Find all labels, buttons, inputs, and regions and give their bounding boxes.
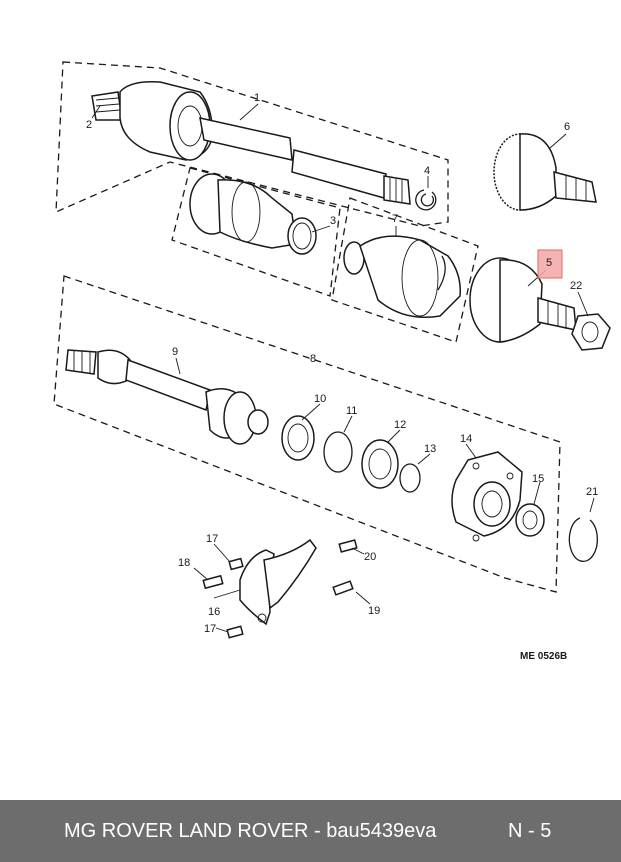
bolts-17-18-19-20 [202, 539, 358, 639]
callout-17-top: 17 [206, 533, 218, 545]
part-7-outer-boot [343, 235, 461, 319]
assembly-outline-7 [331, 197, 479, 343]
callout-16: 16 [208, 606, 220, 618]
callout-15: 15 [532, 473, 544, 485]
footer-bar: MG ROVER LAND ROVER - bau5439eva N - 5 [0, 800, 621, 862]
callout-19: 19 [368, 605, 380, 617]
callout-1: 1 [254, 92, 260, 104]
callout-11: 11 [346, 405, 357, 417]
callout-4: 4 [424, 165, 430, 177]
part-9-intermediate-shaft [65, 349, 269, 445]
part-4-circlip [415, 189, 437, 211]
callout-labels: 1 2 3 4 5 6 7 8 9 10 11 12 13 14 15 16 1… [86, 92, 598, 662]
part-21-circlip [568, 517, 598, 562]
callout-2: 2 [86, 119, 92, 131]
callout-10: 10 [314, 393, 326, 405]
assembly-outline-8 [53, 275, 561, 593]
callout-8: 8 [310, 353, 316, 365]
callout-5: 5 [546, 257, 552, 269]
callout-14: 14 [460, 433, 472, 445]
callout-17-bottom: 17 [204, 623, 216, 635]
callout-18: 18 [178, 557, 190, 569]
exploded-parts-diagram: 1 2 3 4 5 6 7 8 9 10 11 12 13 14 15 16 1… [53, 61, 611, 662]
callout-21: 21 [586, 486, 598, 498]
reference-code: ME 0526B [520, 651, 567, 662]
leader-lines [91, 103, 595, 633]
callout-3: 3 [330, 215, 336, 227]
assembly-outline-3 [171, 167, 341, 297]
parts-10-13-bearing-set [281, 415, 421, 493]
callout-6: 6 [564, 121, 570, 133]
part-14-bearing-housing [451, 451, 523, 542]
part-16-bracket [239, 538, 317, 626]
part-3-boot-kit [189, 173, 317, 255]
part-5-outer-cv-joint [469, 257, 577, 343]
assembly-outline-1 [55, 61, 449, 227]
highlight-box [537, 249, 563, 279]
part-6-outer-joint-abs [493, 133, 597, 211]
callout-13: 13 [424, 443, 436, 455]
part-22-hub-nut [571, 313, 611, 351]
callout-22: 22 [570, 280, 582, 292]
part-1-inner-joint [91, 80, 411, 205]
callout-7: 7 [392, 213, 398, 225]
callout-20: 20 [364, 551, 376, 563]
footer-title: MG ROVER LAND ROVER - bau5439eva [64, 819, 437, 842]
callout-9: 9 [172, 346, 178, 358]
part-15-seal [515, 503, 545, 537]
callout-12: 12 [394, 419, 406, 431]
footer-code: N - 5 [508, 819, 552, 842]
